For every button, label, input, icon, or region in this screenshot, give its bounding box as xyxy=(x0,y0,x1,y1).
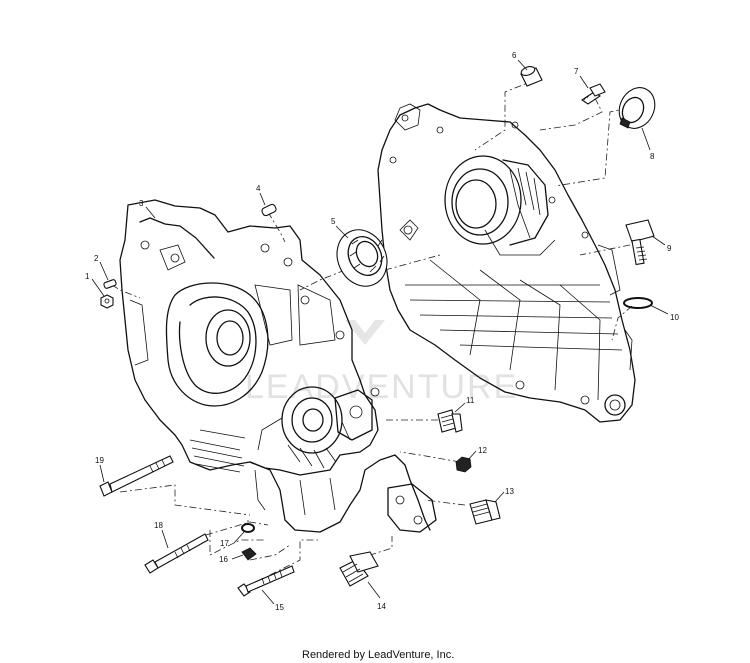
part-9-sensor xyxy=(625,219,655,266)
callout-14: 14 xyxy=(377,602,386,611)
part-16-plug xyxy=(241,547,257,561)
callout-19: 19 xyxy=(95,456,104,465)
part-12-nut xyxy=(455,456,472,473)
watermark-text: LEADVENTURE xyxy=(245,368,518,406)
left-crankcase xyxy=(119,199,437,533)
part-8-seal xyxy=(618,87,656,129)
part-19-bolt xyxy=(99,455,174,497)
callout-13: 13 xyxy=(505,487,514,496)
part-18-bolt xyxy=(144,533,209,574)
right-crankcase xyxy=(377,103,636,423)
part-17-washer xyxy=(241,523,255,533)
part-4-dowel xyxy=(261,203,277,217)
part-13-fitting xyxy=(469,499,501,525)
watermark: LEADVENTURE xyxy=(245,320,518,406)
callout-10: 10 xyxy=(670,313,679,322)
callout-9: 9 xyxy=(667,244,672,253)
part-2-stud xyxy=(103,279,117,289)
callout-6: 6 xyxy=(512,51,517,60)
callout-4: 4 xyxy=(256,184,261,193)
part-10-oring xyxy=(623,297,653,309)
part-11-fitting xyxy=(437,409,463,433)
part-1-nut xyxy=(100,294,114,309)
part-6-dowel xyxy=(520,65,543,87)
leader-lines xyxy=(91,59,669,605)
part-7-screw xyxy=(581,83,606,105)
render-credit: Rendered by LeadVenture, Inc. xyxy=(302,649,454,661)
callout-labels: 1 2 3 4 5 6 7 8 9 10 11 12 13 14 15 16 1… xyxy=(85,51,679,612)
callout-15: 15 xyxy=(275,603,284,612)
callout-7: 7 xyxy=(574,67,579,76)
callout-16: 16 xyxy=(219,555,228,564)
part-5-bearing xyxy=(336,229,388,287)
callout-5: 5 xyxy=(331,217,336,226)
part-15-bolt xyxy=(237,565,295,597)
callout-12: 12 xyxy=(478,446,487,455)
callout-18: 18 xyxy=(154,521,163,530)
callout-2: 2 xyxy=(94,254,99,263)
assembly-centerlines xyxy=(111,79,633,576)
part-14-fitting xyxy=(339,551,379,587)
callout-3: 3 xyxy=(139,199,144,208)
callout-17: 17 xyxy=(220,539,229,548)
callout-1: 1 xyxy=(85,272,90,281)
callout-8: 8 xyxy=(650,152,655,161)
callout-11: 11 xyxy=(466,396,475,405)
